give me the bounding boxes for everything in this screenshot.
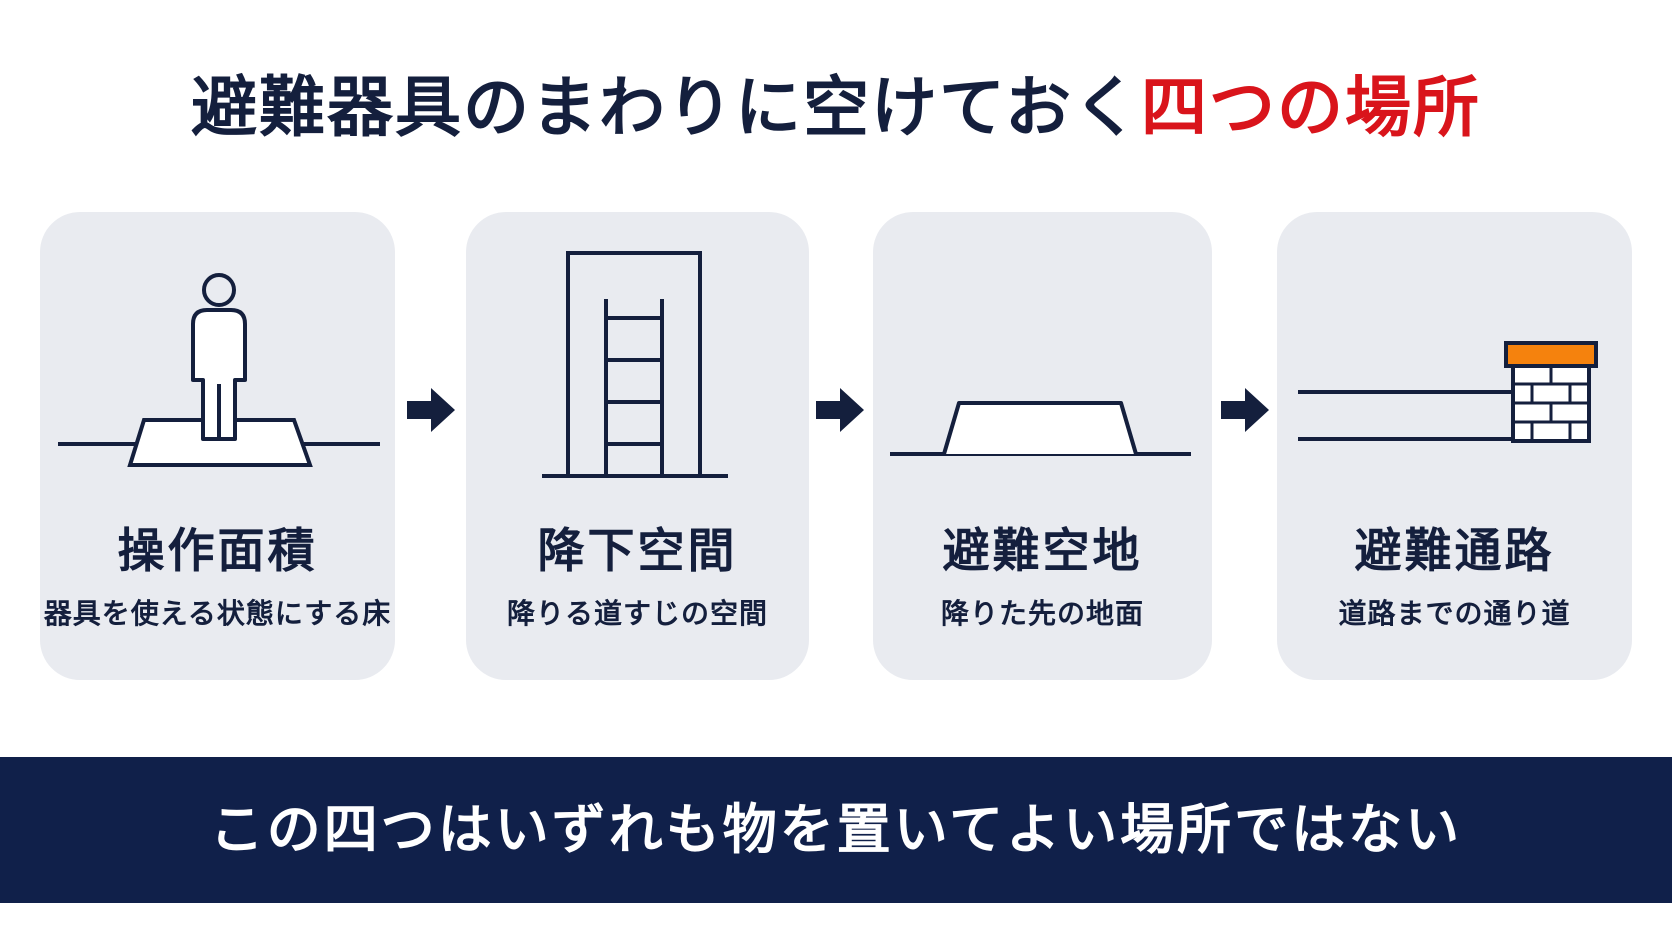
ladder-icon: [542, 251, 728, 478]
step-subtitle: 降りる道すじの空間: [506, 597, 768, 630]
title-accent: 四つの場所: [1141, 69, 1482, 146]
step-card-operation-area: 操作面積 器具を使える状態にする床: [40, 212, 395, 680]
right-arrow-icon: [816, 388, 864, 432]
title-main: 避難器具のまわりに空けておく: [190, 69, 1142, 146]
step-card-evacuation-route: 避難通路 道路までの通り道: [1277, 212, 1632, 680]
step-title: 避難通路: [1354, 524, 1555, 579]
step-card-descent-space: 降下空間 降りる道すじの空間: [466, 212, 809, 680]
path-to-wall-icon: [1298, 341, 1598, 443]
step-title: 降下空間: [537, 524, 738, 579]
step-title: 避難空地: [942, 524, 1143, 579]
step-card-evacuation-ground: 避難空地 降りた先の地面: [873, 212, 1212, 680]
person-on-floor-icon: [58, 273, 380, 467]
landing-ground-icon: [890, 401, 1191, 456]
step-subtitle: 器具を使える状態にする床: [43, 597, 392, 630]
banner-text: この四つはいずれも物を置いてよい場所ではない: [209, 798, 1463, 861]
page-title: 避難器具のまわりに空けておく四つの場所: [0, 58, 1672, 158]
right-arrow-icon: [1221, 388, 1269, 432]
right-arrow-icon: [407, 388, 455, 432]
step-title: 操作面積: [117, 524, 318, 579]
bottom-banner: この四つはいずれも物を置いてよい場所ではない: [0, 757, 1672, 903]
step-subtitle: 道路までの通り道: [1338, 597, 1571, 630]
step-subtitle: 降りた先の地面: [940, 597, 1144, 630]
